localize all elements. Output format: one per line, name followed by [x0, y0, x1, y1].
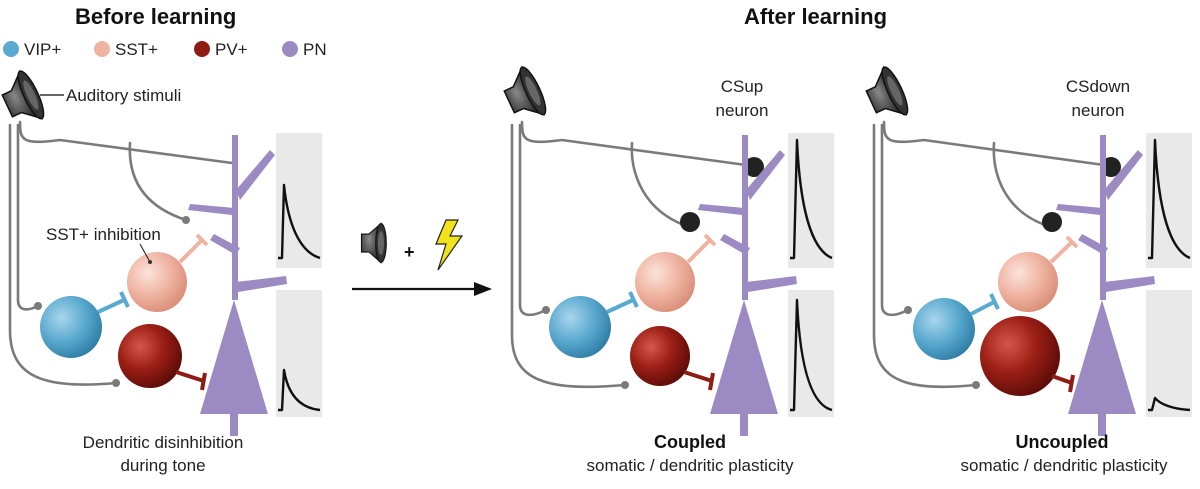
- pv-projection: [683, 370, 713, 383]
- legend: VIP+ SST+ PV+ PN: [3, 40, 327, 59]
- vip-terminal: [628, 291, 639, 308]
- potentiated-synapse-sst: [680, 212, 700, 232]
- synapse-vip: [34, 302, 42, 310]
- pv-cell: [630, 326, 690, 386]
- vip-terminal: [989, 293, 1000, 310]
- axon-to-vip: [16, 123, 40, 311]
- before-caption-line2: during tone: [120, 456, 205, 475]
- pn-neuron: [188, 135, 287, 436]
- csdown-name-line1: CSdown: [1066, 77, 1130, 96]
- legend-label-pn: PN: [303, 40, 327, 59]
- conditioning: +: [352, 219, 492, 296]
- legend-label-vip: VIP+: [24, 40, 61, 59]
- vip-cell: [40, 296, 102, 358]
- pn-neuron: [698, 135, 797, 436]
- pv-projection: [1051, 374, 1073, 385]
- axon-to-sst: [128, 141, 188, 222]
- sst-cell: [635, 252, 695, 312]
- vip-cell: [549, 296, 611, 358]
- soma-trace: [1148, 396, 1191, 412]
- csup-caption: somatic / dendritic plasticity: [587, 456, 794, 475]
- sst-terminal: [195, 233, 209, 247]
- plus-sign: +: [404, 242, 415, 262]
- axon-to-pv: [510, 123, 627, 389]
- axon-to-pn: [18, 120, 234, 165]
- soma-trace: [278, 368, 321, 412]
- pv-cell: [118, 324, 182, 388]
- legend-swatch-vip: [3, 41, 19, 57]
- legend-swatch-pn: [282, 41, 298, 57]
- sst-inhibition-label: SST+ inhibition: [46, 225, 161, 244]
- pv-projection: [175, 370, 205, 383]
- synapse-vip: [904, 306, 912, 314]
- legend-swatch-sst: [94, 41, 110, 57]
- csup-name-line1: CSup: [721, 77, 764, 96]
- dendrite-trace: [790, 138, 833, 260]
- sst-terminal: [1065, 235, 1079, 249]
- axon-to-vip: [518, 123, 548, 317]
- sst-projection: [178, 238, 204, 264]
- axon-to-vip: [880, 123, 910, 317]
- pv-terminal: [1068, 374, 1075, 393]
- csdown-name-line2: neuron: [1072, 101, 1125, 120]
- vip-projection: [606, 298, 634, 314]
- axon-to-sst: [992, 141, 1047, 227]
- pv-terminal: [200, 372, 207, 391]
- vip-projection: [97, 298, 125, 314]
- vip-terminal: [119, 291, 130, 308]
- synapse-pv: [972, 381, 980, 389]
- csdown-caption-bold: Uncoupled: [1016, 432, 1109, 452]
- axon-to-pv: [872, 123, 978, 389]
- potentiated-synapse-pn: [744, 157, 764, 177]
- panel-csup: CSup neuron Coupled somatic / dendritic …: [497, 63, 834, 475]
- axon-to-pv: [8, 123, 118, 386]
- sst-cell: [127, 252, 187, 312]
- sst-projection: [1049, 240, 1074, 264]
- vip-cell: [913, 298, 975, 360]
- stimulus-label: Auditory stimuli: [66, 86, 181, 105]
- legend-swatch-pv: [194, 41, 210, 57]
- legend-label-sst: SST+: [115, 40, 158, 59]
- speaker-icon: [859, 63, 913, 127]
- before-caption-line1: Dendritic disinhibition: [83, 433, 244, 452]
- arrow-icon: [474, 282, 492, 296]
- axon-to-sst: [630, 141, 686, 227]
- speaker-icon: [497, 63, 551, 127]
- potentiated-synapse-sst: [1042, 212, 1062, 232]
- lightning-icon: [435, 219, 464, 271]
- dendrite-trace: [278, 183, 321, 260]
- csdown-caption: somatic / dendritic plasticity: [961, 456, 1168, 475]
- pv-terminal: [708, 372, 715, 391]
- soma-trace: [790, 298, 833, 412]
- csup-caption-bold: Coupled: [654, 432, 726, 452]
- synapse-pv: [621, 381, 629, 389]
- legend-label-pv: PV+: [215, 40, 248, 59]
- before-title: Before learning: [75, 4, 236, 29]
- synapse-sst: [182, 216, 190, 224]
- panel-csdown: CSdown neuron Uncoupled somatic / dendri…: [859, 63, 1192, 475]
- soma-trace-panel: [1146, 290, 1192, 417]
- after-title: After learning: [744, 4, 887, 29]
- sst-terminal: [703, 233, 717, 247]
- vip-projection: [970, 300, 995, 316]
- panel-before: Auditory stimuli SST+ inhibition Dendrit…: [0, 67, 322, 475]
- synapse-pv: [112, 379, 120, 387]
- csup-name-line2: neuron: [716, 101, 769, 120]
- sst-inhibition-pointer: [139, 243, 151, 263]
- axon-to-pn: [520, 120, 748, 167]
- sst-cell: [998, 252, 1058, 312]
- synapse-vip: [542, 306, 550, 314]
- speaker-icon: [0, 67, 49, 131]
- speaker-icon: [360, 222, 387, 264]
- sst-projection: [686, 238, 712, 264]
- axon-to-pn: [882, 120, 1106, 167]
- dendrite-trace: [1148, 138, 1191, 260]
- pv-cell-enlarged: [980, 316, 1060, 396]
